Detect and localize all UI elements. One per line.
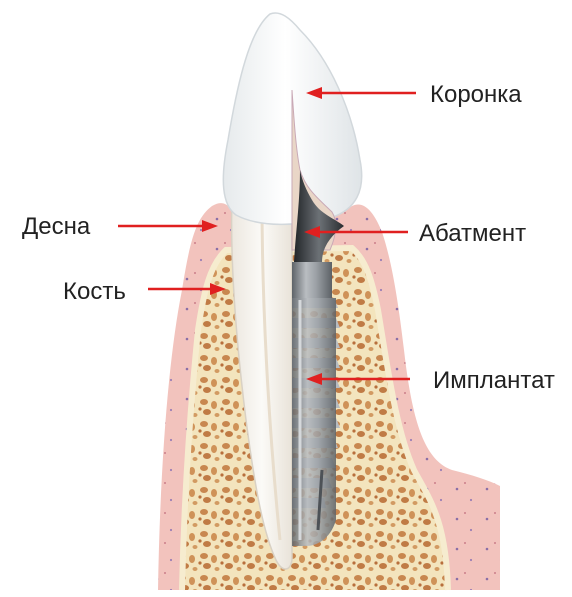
arrow-gum xyxy=(118,220,218,232)
label-bone: Кость xyxy=(63,280,126,304)
label-gum: Десна xyxy=(22,215,90,239)
implant xyxy=(292,262,340,546)
label-implant: Имплантат xyxy=(433,369,555,393)
label-crown: Коронка xyxy=(430,83,522,107)
label-abutment: Абатмент xyxy=(419,222,526,246)
